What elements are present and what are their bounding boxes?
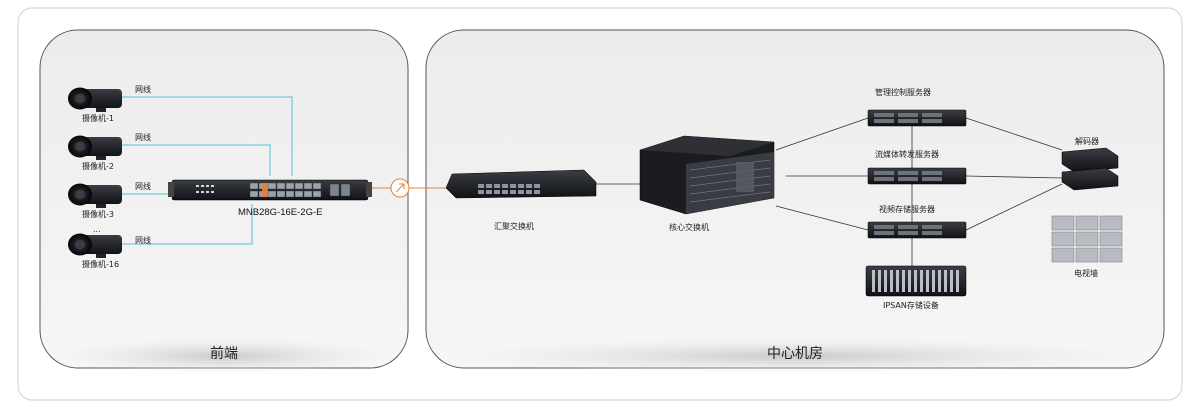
video-wall-label: 电视墙 xyxy=(1074,268,1098,278)
cable-label: 网线 xyxy=(135,132,151,142)
cable-label: 网线 xyxy=(135,84,151,94)
ipsan-label: IPSAN存储设备 xyxy=(883,300,939,310)
poe-switch-model: MNB28G-16E-2G-E xyxy=(238,207,322,218)
camera-1: 摄像机-1 xyxy=(68,87,122,123)
ipsan-storage: IPSAN存储设备 xyxy=(865,265,967,310)
camera-cables xyxy=(122,96,293,245)
streaming-server-label: 流媒体转发服务器 xyxy=(875,149,939,159)
uplink-arrow-icon xyxy=(390,178,410,198)
core-switch: 核心交换机 xyxy=(639,135,775,232)
cable-label: 网线 xyxy=(135,181,151,191)
management-server-label: 管理控制服务器 xyxy=(875,87,931,97)
storage-server: 视频存储服务器 xyxy=(867,204,967,239)
uplink xyxy=(372,178,446,198)
cable-label: 网线 xyxy=(135,235,151,245)
camera-label: 摄像机-3 xyxy=(82,209,114,219)
poe-switch: MNB28G-16E-2G-E xyxy=(168,179,372,218)
camera-2: 摄像机-2 xyxy=(68,135,122,171)
decoder-label: 解码器 xyxy=(1075,136,1099,146)
streaming-server: 流媒体转发服务器 xyxy=(867,149,967,185)
center-links xyxy=(594,117,1063,266)
aggregation-switch: 汇聚交换机 xyxy=(445,169,597,231)
camera-16: 摄像机-16 xyxy=(68,233,122,269)
decoder: 解码器 xyxy=(1061,136,1119,191)
storage-server-label: 视频存储服务器 xyxy=(879,204,935,214)
front-zone-title: 前端 xyxy=(210,345,238,362)
management-server: 管理控制服务器 xyxy=(867,87,967,127)
camera-label: 摄像机-2 xyxy=(82,161,114,171)
aggregation-switch-label: 汇聚交换机 xyxy=(494,221,534,231)
core-switch-label: 核心交换机 xyxy=(669,222,709,232)
center-zone: 中心机房 xyxy=(425,29,1165,374)
camera-label: 摄像机-16 xyxy=(82,259,119,269)
camera-label: 摄像机-1 xyxy=(82,113,114,123)
video-wall: 电视墙 xyxy=(1051,215,1123,278)
camera-3: 摄像机-3 xyxy=(68,183,122,219)
camera-ellipsis: ... xyxy=(93,225,101,234)
center-zone-title: 中心机房 xyxy=(767,346,823,362)
